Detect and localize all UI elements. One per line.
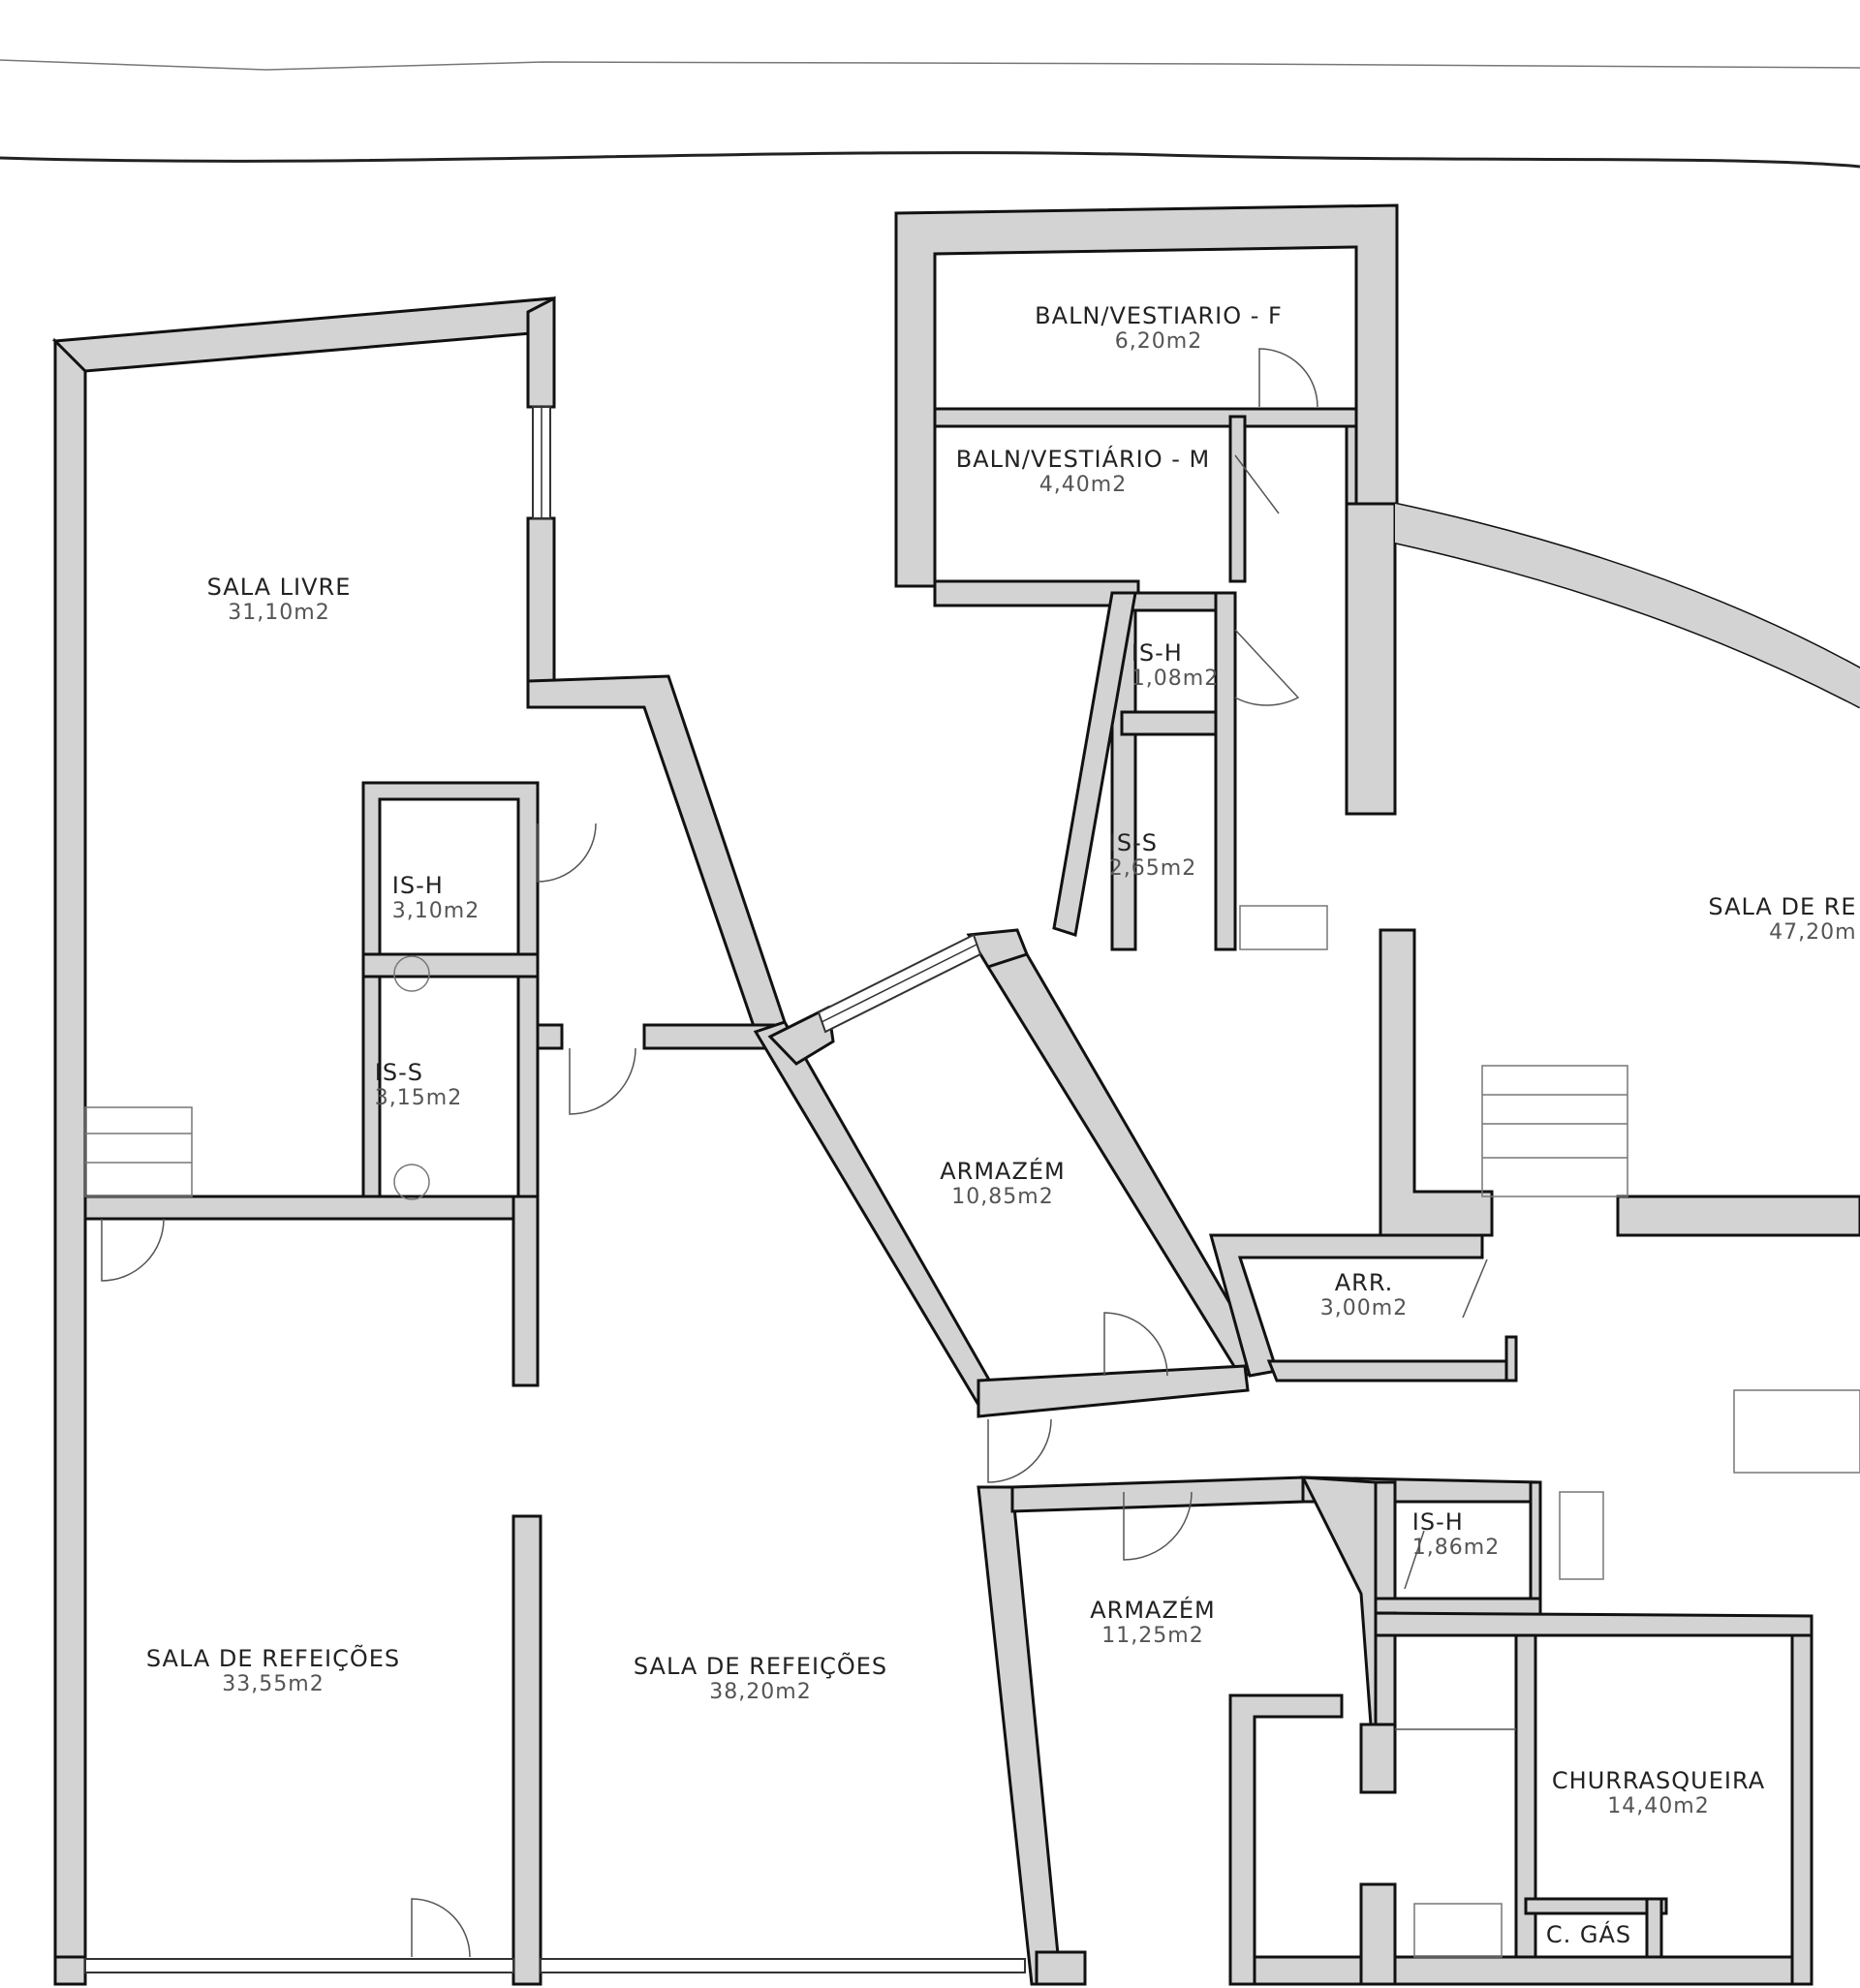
- room-name: SALA DE REFEIÇÕES: [145, 1645, 401, 1672]
- room-sala-refeicoes-2: SALA DE REFEIÇÕES 38,20m2: [634, 1653, 887, 1704]
- room-name: C. GÁS: [1545, 1921, 1632, 1948]
- room-name: ARMAZÉM: [1090, 1597, 1216, 1624]
- door-arr: [1462, 1258, 1488, 1319]
- scan-edge-line: [0, 59, 1860, 71]
- fixture-sink: [1413, 1903, 1503, 1958]
- door-balneario-f: [1258, 348, 1318, 408]
- room-area: 14,40m2: [1607, 1794, 1710, 1818]
- room-area: 38,20m2: [709, 1680, 812, 1704]
- door-dining-1: [411, 1898, 471, 1958]
- room-sala-refeicoes-1: SALA DE REFEIÇÕES 33,55m2: [146, 1645, 400, 1696]
- stairs-sala-livre: [84, 1106, 193, 1197]
- walls-center: [753, 928, 1860, 1418]
- room-area: 3,10m2: [391, 899, 480, 923]
- room-name: IS-H: [391, 872, 444, 899]
- room-name: CHURRASQUEIRA: [1551, 1767, 1766, 1794]
- room-sala-refeicoes-grande: SALA DE RE 47,20m: [1708, 893, 1856, 945]
- room-name: IS-H: [1131, 639, 1183, 667]
- room-name: IS-H: [1411, 1508, 1464, 1536]
- walls-lower-right: [976, 1475, 1814, 1986]
- room-area: 3,15m2: [374, 1086, 463, 1110]
- toilet-fixture: [393, 955, 430, 992]
- room-armazem-1: ARMAZÉM 10,85m2: [940, 1158, 1066, 1209]
- door-corridor: [987, 1418, 1052, 1483]
- room-area: 47,20m: [1769, 920, 1857, 945]
- room-name: ARMAZÉM: [940, 1158, 1066, 1185]
- room-name: BALN/VESTIÁRIO - M: [955, 446, 1211, 473]
- window-bottom-2: [540, 1958, 1026, 1973]
- stairs-center: [1481, 1065, 1628, 1197]
- curved-wall: [1395, 504, 1860, 707]
- room-name: IS-S: [374, 1059, 424, 1086]
- room-ish-2: IS-H 1,08m2: [1132, 639, 1219, 691]
- door-sala-livre: [101, 1218, 165, 1282]
- room-name: SALA DE REFEIÇÕES: [633, 1653, 888, 1680]
- room-name: ARR.: [1334, 1269, 1394, 1296]
- window-bottom-1: [84, 1958, 514, 1973]
- room-area: 33,55m2: [222, 1672, 325, 1696]
- room-sala-livre: SALA LIVRE 31,10m2: [207, 574, 352, 625]
- room-iss-2: IS-S 2,65m2: [1109, 829, 1196, 881]
- page-border-line: [0, 151, 1860, 169]
- room-name: SALA LIVRE: [206, 574, 352, 601]
- room-name: BALN/VESTIARIO - F: [1035, 302, 1283, 329]
- door-ish-3: [1404, 1530, 1425, 1590]
- room-ish-1: IS-H 3,10m2: [392, 872, 480, 923]
- room-c-gas: C. GÁS: [1546, 1921, 1631, 1948]
- room-area: 31,10m2: [228, 601, 330, 625]
- walls-top-block: [894, 203, 1399, 951]
- room-balneario-m: BALN/VESTIÁRIO - M 4,40m2: [956, 446, 1211, 497]
- fixture-iss-2: [1239, 905, 1328, 950]
- fixture-ish-3: [1559, 1491, 1604, 1580]
- toilet-fixture: [393, 1164, 430, 1200]
- room-area: 1,86m2: [1411, 1536, 1501, 1560]
- room-area: 1,08m2: [1131, 667, 1220, 691]
- room-name: IS-S: [1108, 829, 1159, 856]
- room-churrasqueira: CHURRASQUEIRA 14,40m2: [1552, 1767, 1765, 1818]
- door-iss-1: [569, 1047, 636, 1115]
- door-ish-2: [1234, 629, 1300, 706]
- room-area: 3,00m2: [1319, 1296, 1409, 1320]
- room-arrumos: ARR. 3,00m2: [1320, 1269, 1408, 1320]
- room-area: 2,65m2: [1108, 856, 1197, 881]
- room-area: 10,85m2: [951, 1185, 1054, 1209]
- door-balneario-m: [1234, 454, 1280, 514]
- door-armazem-1: [1103, 1312, 1168, 1377]
- room-area: 11,25m2: [1101, 1624, 1204, 1648]
- walls-left-wing: [51, 295, 787, 1986]
- door-ish-1: [537, 823, 597, 883]
- room-armazem-2: ARMAZÉM 11,25m2: [1090, 1597, 1216, 1648]
- room-area: 6,20m2: [1114, 329, 1203, 354]
- room-balneario-f: BALN/VESTIARIO - F 6,20m2: [1035, 302, 1283, 354]
- room-ish-3: IS-H 1,86m2: [1412, 1508, 1500, 1560]
- room-area: 4,40m2: [1038, 473, 1128, 497]
- room-iss-1: IS-S 3,15m2: [375, 1059, 462, 1110]
- door-armazem-2: [1123, 1491, 1193, 1561]
- counter-right: [1733, 1389, 1860, 1474]
- room-name: SALA DE RE: [1708, 893, 1857, 920]
